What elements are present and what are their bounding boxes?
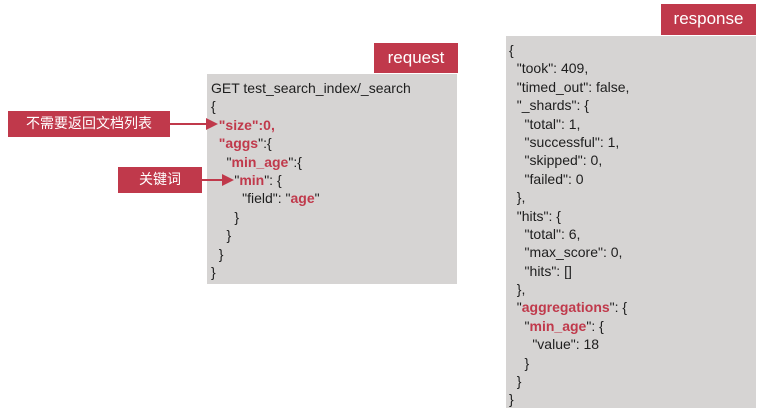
code-line: } xyxy=(211,226,457,244)
response-label: response xyxy=(661,4,756,35)
highlighted-token: age xyxy=(290,190,315,207)
code-token: "hits": [] xyxy=(509,262,572,279)
code-line: "aggregations": { xyxy=(509,298,756,316)
code-line: } xyxy=(509,354,756,372)
code-line: "min_age":{ xyxy=(211,153,457,171)
highlighted-token: min_age xyxy=(529,317,587,334)
code-token: ": { xyxy=(586,317,604,334)
code-token: } xyxy=(509,354,530,371)
code-line: "size":0, xyxy=(211,116,457,134)
arrow-keyword-icon xyxy=(202,174,234,186)
code-line: { xyxy=(211,97,457,115)
request-label: request xyxy=(374,43,458,73)
code-line: GET test_search_index/_search xyxy=(211,79,457,97)
code-token: "failed": 0 xyxy=(509,170,584,187)
code-token: "successful": 1, xyxy=(509,133,620,150)
code-token: { xyxy=(211,98,216,115)
code-line: "_shards": { xyxy=(509,96,756,114)
annotation-size-note: 不需要返回文档列表 xyxy=(8,111,170,137)
code-line: }, xyxy=(509,280,756,298)
highlighted-token: "size":0, xyxy=(218,116,275,133)
response-code-block: { "took": 409, "timed_out": false, "_sha… xyxy=(506,36,756,408)
code-line: "aggs":{ xyxy=(211,134,457,152)
code-token: GET test_search_index/_search xyxy=(211,80,411,96)
code-token: ": { xyxy=(609,299,628,316)
code-token: " xyxy=(234,171,240,188)
arrow-size-icon xyxy=(170,118,218,130)
code-token: " xyxy=(509,317,530,334)
code-line: "value": 18 xyxy=(509,335,756,353)
code-token: } xyxy=(211,245,224,262)
code-token: } xyxy=(509,373,522,390)
code-token: ":{ xyxy=(258,135,272,152)
code-line: "min_age": { xyxy=(509,317,756,335)
code-line: } xyxy=(211,263,457,281)
code-line: "skipped": 0, xyxy=(509,151,756,169)
highlighted-token: min xyxy=(239,171,265,188)
code-token: "skipped": 0, xyxy=(509,152,603,169)
code-token: } xyxy=(211,263,216,280)
code-token: "timed_out": false, xyxy=(509,78,630,95)
code-token: "_shards": { xyxy=(509,97,589,114)
code-token: "value": 18 xyxy=(509,336,600,353)
code-token: { xyxy=(509,42,514,58)
code-token: "max_score": 0, xyxy=(509,244,623,261)
code-line: { xyxy=(509,41,756,59)
code-token: ": { xyxy=(264,171,282,188)
code-line: "min": { xyxy=(211,171,457,189)
code-line: }, xyxy=(509,188,756,206)
code-line: } xyxy=(509,372,756,390)
code-line: "total": 1, xyxy=(509,115,756,133)
code-token: "hits": { xyxy=(509,207,561,224)
code-token: "field": " xyxy=(211,190,291,207)
request-code-block: GET test_search_index/_search { "size":0,… xyxy=(207,74,457,284)
highlighted-token: min_age xyxy=(231,153,289,170)
code-line: "max_score": 0, xyxy=(509,243,756,261)
code-token: "took": 409, xyxy=(509,60,589,77)
code-line: "field": "age" xyxy=(211,189,457,207)
highlighted-token: "aggs xyxy=(218,135,259,152)
code-token: "total": 6, xyxy=(509,225,581,242)
code-line: "hits": { xyxy=(509,207,756,225)
code-line: "total": 6, xyxy=(509,225,756,243)
code-token: " xyxy=(509,299,522,316)
code-line: "took": 409, xyxy=(509,59,756,77)
code-token: } xyxy=(211,227,232,244)
code-token: } xyxy=(509,391,514,408)
code-token: " xyxy=(314,190,320,207)
code-token: " xyxy=(211,153,232,170)
code-line: } xyxy=(211,245,457,263)
code-token: "total": 1, xyxy=(509,115,581,132)
code-line: "failed": 0 xyxy=(509,170,756,188)
code-line: } xyxy=(211,208,457,226)
code-line: "timed_out": false, xyxy=(509,78,756,96)
code-line: } xyxy=(509,390,756,408)
code-line: "successful": 1, xyxy=(509,133,756,151)
highlighted-token: aggregations xyxy=(521,299,610,316)
code-token: } xyxy=(211,208,240,225)
code-line: "hits": [] xyxy=(509,262,756,280)
annotation-keyword-note: 关键词 xyxy=(118,167,202,193)
code-token: }, xyxy=(509,281,526,298)
code-token: }, xyxy=(509,189,526,206)
code-token xyxy=(211,135,219,151)
code-token: ":{ xyxy=(288,153,302,170)
